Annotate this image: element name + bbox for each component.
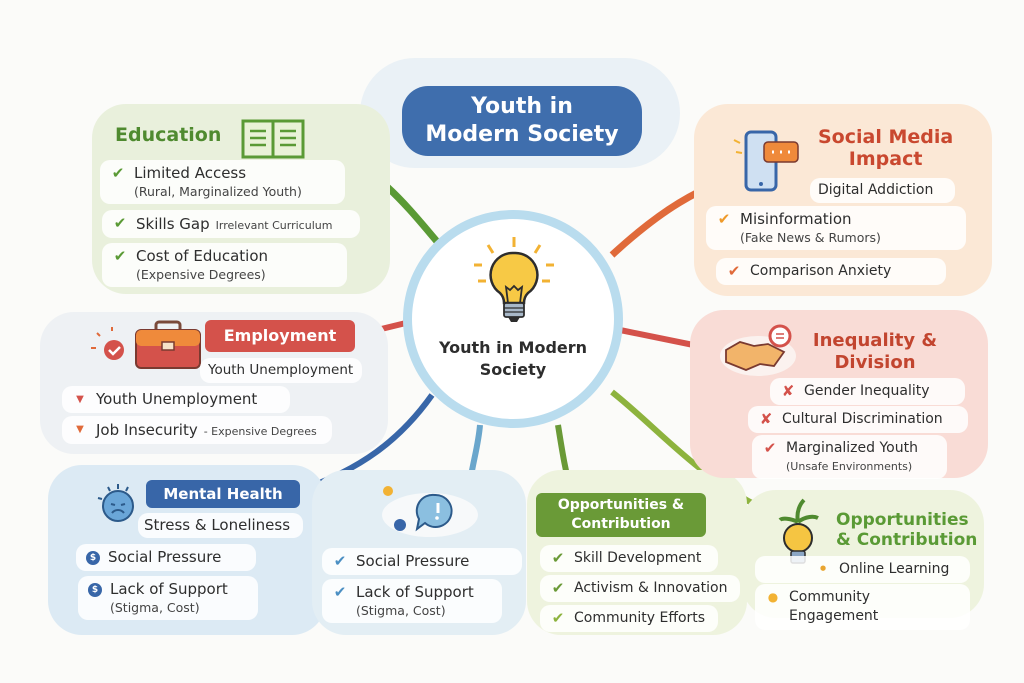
check-icon: ✔ [727,262,741,280]
employment-item-job-insecurity: ▼ Job Insecurity- Expensive Degrees [62,416,332,444]
open-book-icon [241,119,305,159]
speech-alert-icon [382,486,478,537]
social-media-subtitle: Digital Addiction [810,178,955,203]
check-icon: ✔ [333,552,347,570]
education-title: Education [115,124,222,146]
social-media-item-comparison-anxiety: ✔ Comparison Anxiety [716,258,946,285]
check-icon: ✔ [113,214,127,232]
inequality-title: Inequality & Division [812,330,938,373]
social-media-title: Social Media Impact [818,126,954,170]
dot-icon: ● [767,590,779,604]
social-media-item-misinformation: ✔ Misinformation(Fake News & Rumors) [706,206,966,250]
inequality-item-gender: ✘ Gender Inequality [770,378,965,405]
inequality-item-cultural: ✘ Cultural Discrimination [748,406,968,433]
cross-icon: ✘ [781,382,795,400]
check-icon: ✔ [113,247,127,265]
opportunities-2-item-community-engagement: ● Community Engagement [755,584,970,630]
cross-icon: ✘ [759,410,773,428]
briefcase-icon [135,320,201,369]
phone-chat-icon [733,130,799,192]
mental-health-2-item-social-pressure: ✔ Social Pressure [322,548,522,575]
mental-health-title: Mental Health [146,480,300,508]
check-icon: ✔ [551,579,565,597]
employment-item-youth-unemployment: ▼ Youth Unemployment [62,386,290,413]
check-icon: ✔ [551,549,565,567]
coin-icon: $ [86,551,100,565]
check-icon: ✔ [333,583,347,601]
opportunities-1-item-skill-development: ✔ Skill Development [540,545,718,572]
central-node-label: Youth in Modern Society [438,338,588,379]
triangle-down-icon: ▼ [76,424,84,435]
opportunities-2-title: Opportunities & Contribution [836,510,978,550]
mental-health-2-item-lack-of-support: ✔ Lack of Support(Stigma, Cost) [322,579,502,623]
employment-title: Employment [205,320,355,352]
opportunities-2-item-online-learning: • Online Learning [755,556,970,583]
check-icon: ✔ [763,439,777,457]
opportunities-1-title: Opportunities & Contribution [536,493,706,537]
central-node: Youth in Modern Society [403,210,623,428]
check-icon: ✔ [717,210,731,228]
opportunities-1-item-activism: ✔ Activism & Innovation [540,575,740,602]
coin-icon: $ [88,583,102,597]
check-icon: ✔ [551,609,565,627]
education-item-limited-access: ✔ Limited Access(Rural, Marginalized You… [100,160,345,204]
dot-icon: • [818,560,828,578]
opportunities-1-item-community-efforts: ✔ Community Efforts [540,605,718,632]
sad-face-icon [97,484,134,522]
mental-health-item-lack-of-support: $ Lack of Support(Stigma, Cost) [78,576,258,620]
handshake-icon [720,324,796,376]
triangle-down-icon: ▼ [76,394,84,405]
education-item-cost: ✔ Cost of Education(Expensive Degrees) [102,243,347,287]
lightbulb-icon [474,237,554,322]
mental-health-subtitle: Stress & Loneliness [138,513,303,538]
page-title: Youth in Modern Society [402,86,642,156]
check-icon: ✔ [111,164,125,182]
employment-subtitle: Youth Unemployment [200,358,362,383]
inequality-item-marginalized: ✔ Marginalized Youth(Unsafe Environments… [752,435,947,479]
mental-health-item-social-pressure: $ Social Pressure [76,544,256,571]
target-check-icon [91,327,124,360]
